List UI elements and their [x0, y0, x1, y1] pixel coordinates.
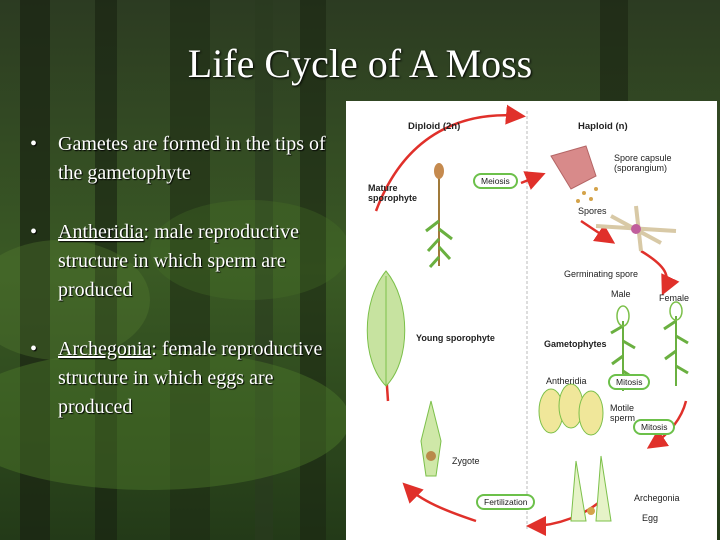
process-mitosis: Mitosis: [633, 419, 675, 435]
bullet-item: • Archegonia: female reproductive struct…: [30, 335, 330, 422]
zygote-illustration: [421, 401, 441, 476]
archegonia-illustration: [571, 456, 611, 521]
label-male: Male: [611, 289, 631, 299]
bullet-list: • Gametes are formed in the tips of the …: [30, 130, 330, 452]
female-gametophyte-illustration: [664, 302, 688, 386]
young-sporophyte-illustration: [367, 271, 405, 386]
slide-title: Life Cycle of A Moss: [0, 40, 720, 87]
bullet-item: • Antheridia: male reproductive structur…: [30, 218, 330, 305]
label-zygote: Zygote: [452, 456, 480, 466]
process-meiosis: Meiosis: [473, 173, 518, 189]
diploid-header: Diploid (2n): [408, 121, 460, 132]
bullet-text: Gametes are formed in the tips of the ga…: [58, 133, 326, 184]
label-antheridia: Antheridia: [546, 376, 587, 386]
bullet-item: • Gametes are formed in the tips of the …: [30, 130, 330, 188]
label-gametophytes: Gametophytes: [544, 339, 607, 349]
label-young-sporophyte: Young sporophyte: [416, 333, 495, 343]
haploid-header: Haploid (n): [578, 121, 628, 132]
label-mature-sporophyte: Mature sporophyte: [368, 183, 417, 203]
antheridia-illustration: [539, 384, 603, 435]
label-spores: Spores: [578, 206, 607, 216]
label-egg: Egg: [642, 513, 658, 523]
cycle-arrow: [641, 251, 667, 291]
bullet-dot: •: [30, 218, 37, 247]
label-motile-sperm: Motile sperm: [610, 403, 635, 423]
process-fertilization: Fertilization: [476, 494, 535, 510]
label-spore-capsule: Spore capsule (sporangium): [614, 153, 672, 173]
process-mitosis: Mitosis: [608, 374, 650, 390]
cycle-arrow: [521, 175, 541, 183]
germinating-spore-illustration: [596, 206, 676, 251]
label-female: Female: [659, 293, 689, 303]
spore-capsule-illustration: [551, 146, 598, 203]
moss-life-cycle-diagram: Diploid (2n) Haploid (n) Mature sporophy…: [346, 101, 717, 540]
bullet-term-antheridia: Antheridia: [58, 221, 144, 243]
label-archegonia: Archegonia: [634, 493, 680, 503]
mature-sporophyte-illustration: [426, 163, 452, 267]
bullet-dot: •: [30, 335, 37, 364]
cycle-arrow: [581, 221, 611, 241]
bullet-term-archegonia: Archegonia: [58, 338, 151, 360]
label-germinating-spore: Germinating spore: [564, 269, 638, 279]
cycle-arrow: [406, 486, 476, 521]
bullet-dot: •: [30, 130, 37, 159]
